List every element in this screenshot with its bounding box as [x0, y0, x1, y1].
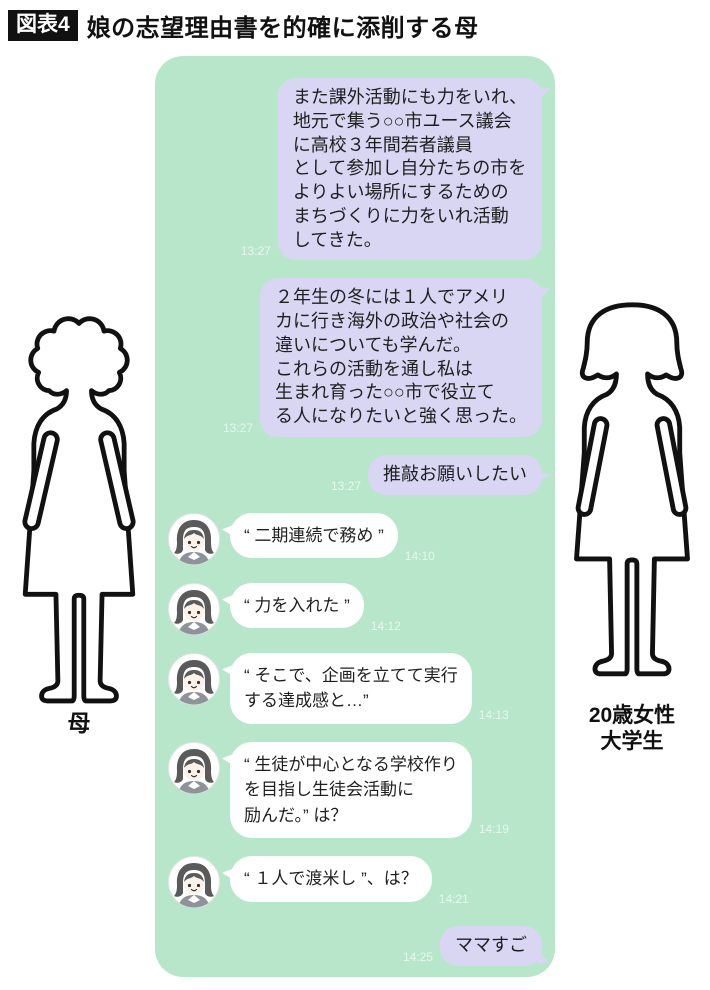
mother-avatar-icon	[168, 856, 220, 908]
mother-avatar-icon	[168, 742, 220, 794]
chat-bubble-daughter: ２年生の冬には１人でアメリ カに行き海外の政治や社会の 違いについても学んだ。 …	[260, 278, 542, 437]
daughter-label-line1: 20歳女性	[588, 704, 676, 727]
daughter-label: 20歳女性 大学生	[556, 703, 708, 756]
mother-silhouette	[22, 316, 136, 704]
chat-message-row: 13:27 また課外活動にも力をいれ、 地元で集う○○市ユース議会 に高校３年間…	[168, 78, 542, 261]
timestamp: 14:12	[370, 618, 401, 633]
timestamp: 14:21	[438, 892, 469, 906]
timestamp: 13:27	[240, 244, 271, 259]
mother-avatar-icon	[168, 513, 220, 565]
timestamp: 14:10	[404, 548, 435, 563]
chat-bubble-daughter: 推敲お願いしたい	[368, 454, 542, 495]
chat-bubble-mother: “ 生徒が中心となる学校作り を目指し生徒会活動に 励んだ。” は？	[230, 741, 472, 838]
chat-bubble-mother: “ １人で渡米し ”、は？	[230, 856, 432, 902]
chat-bubble-mother: “ 力を入れた ”	[230, 582, 364, 628]
chat-message-row: “ 生徒が中心となる学校作り を目指し生徒会活動に 励んだ。” は？ 14:19	[168, 741, 542, 838]
chat-message-row: “ 二期連続で務め ” 14:10	[168, 512, 542, 565]
chat-message-row: 13:27 ２年生の冬には１人でアメリ カに行き海外の政治や社会の 違いについて…	[168, 278, 542, 437]
timestamp: 14:13	[478, 707, 509, 722]
figure-title: 娘の志望理由書を的確に添削する母	[86, 15, 479, 42]
timestamp: 13:27	[330, 478, 361, 493]
daughter-silhouette	[574, 302, 690, 677]
chat-message-row: “ 力を入れた ” 14:12	[168, 582, 542, 635]
chat-message-row: 14:25 ママすご	[168, 926, 542, 966]
timestamp: 14:25	[402, 949, 433, 964]
daughter-label-line2: 大学生	[600, 730, 664, 754]
chat-message-row: “ そこで、企画を立てて実行 する達成感と…” 14:13	[168, 652, 542, 724]
timestamp: 14:19	[478, 822, 509, 836]
figure-number-badge: 図表4	[8, 10, 78, 41]
chat-bubble-daughter: また課外活動にも力をいれ、 地元で集う○○市ユース議会 に高校３年間若者議員 と…	[277, 78, 542, 261]
chat-message-row: “ １人で渡米し ”、は？ 14:21	[168, 856, 542, 908]
figure-header: 図表4 娘の志望理由書を的確に添削する母	[8, 8, 479, 43]
chat-bubble-mother: “ 二期連続で務め ”	[230, 512, 398, 558]
chat-bubble-daughter: ママすご	[440, 926, 542, 966]
chat-message-row: 13:27 推敲お願いしたい	[168, 454, 542, 495]
mother-label: 母	[67, 710, 91, 736]
chat-bubble-mother: “ そこで、企画を立てて実行 する達成感と…”	[230, 652, 472, 724]
mother-avatar-icon	[168, 583, 220, 635]
mother-avatar-icon	[168, 653, 220, 705]
timestamp: 13:27	[222, 420, 253, 435]
chat-panel: 13:27 また課外活動にも力をいれ、 地元で集う○○市ユース議会 に高校３年間…	[155, 56, 555, 977]
